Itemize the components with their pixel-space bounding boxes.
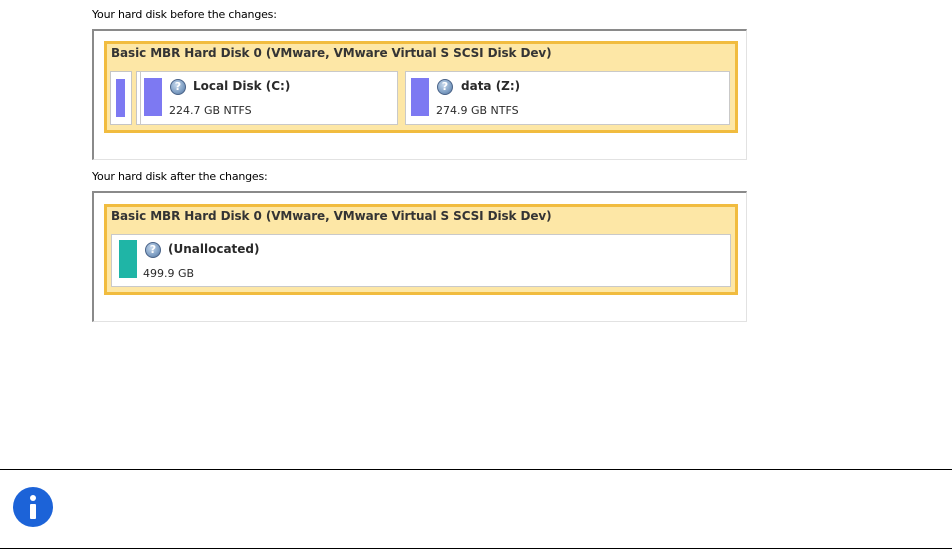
note-bottom-rule: [0, 548, 952, 549]
disk-title: Basic MBR Hard Disk 0 (VMware, VMware Vi…: [111, 46, 552, 60]
after-changes-label: Your hard disk after the changes:: [92, 170, 268, 183]
before-disk-map[interactable]: Basic MBR Hard Disk 0 (VMware, VMware Vi…: [104, 41, 738, 133]
question-icon: ?: [170, 79, 186, 95]
question-icon: ?: [145, 242, 161, 258]
partition-data-z[interactable]: ? data (Z:) 274.9 GB NTFS: [405, 71, 730, 125]
partition-edge: [136, 71, 142, 125]
partition-local-disk-c[interactable]: ? Local Disk (C:) 224.7 GB NTFS: [140, 71, 398, 125]
partition-usage-bar: [119, 240, 137, 278]
after-disk-panel: Basic MBR Hard Disk 0 (VMware, VMware Vi…: [92, 191, 747, 322]
partition-unallocated[interactable]: ? (Unallocated) 499.9 GB: [111, 234, 731, 287]
partition-size: 274.9 GB NTFS: [436, 104, 519, 117]
note-top-rule: [0, 469, 952, 470]
partition-name: data (Z:): [461, 79, 521, 93]
after-disk-map[interactable]: Basic MBR Hard Disk 0 (VMware, VMware Vi…: [104, 204, 738, 295]
partition-size: 499.9 GB: [143, 267, 195, 280]
partition-usage-bar: [411, 78, 429, 116]
before-changes-label: Your hard disk before the changes:: [92, 8, 277, 21]
partition-usage-bar: [144, 78, 162, 116]
partition-usage-bar: [116, 79, 125, 117]
disk-title: Basic MBR Hard Disk 0 (VMware, VMware Vi…: [111, 209, 552, 223]
question-icon: ?: [437, 79, 453, 95]
partition-name: Local Disk (C:): [193, 79, 291, 93]
before-disk-panel: Basic MBR Hard Disk 0 (VMware, VMware Vi…: [92, 29, 747, 160]
system-reserved-partition[interactable]: [110, 71, 132, 125]
partition-size: 224.7 GB NTFS: [169, 104, 252, 117]
partition-name: (Unallocated): [168, 242, 260, 256]
info-icon: [13, 487, 53, 527]
